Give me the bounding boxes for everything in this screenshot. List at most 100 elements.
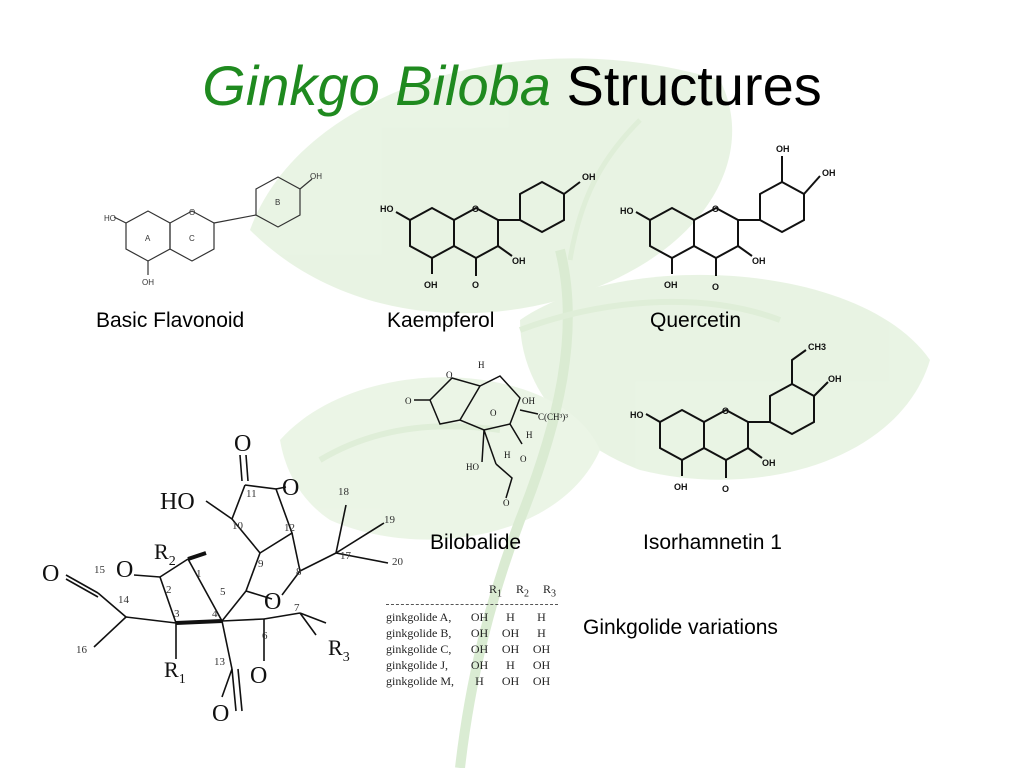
atom-number: 12 — [284, 522, 295, 534]
carbonyl-o-label: O — [712, 282, 719, 292]
atom-number: 18 — [338, 486, 350, 498]
header-r1-letter: R — [488, 582, 497, 596]
ring-o-label: O — [282, 475, 299, 501]
caption-ginkgolide-variations: Ginkgolide variations — [583, 616, 778, 639]
row-r1: OH — [470, 610, 489, 624]
ginkgolide-table: R1 R2 R3 ginkgolide A, OH H H ginkgolide… — [386, 582, 558, 689]
oh-label: OH — [522, 396, 535, 406]
carbonyl-o-label: O — [234, 431, 251, 457]
quercetin-structure: HO OH O OH OH OH O — [620, 144, 836, 292]
ho-label: HO — [104, 214, 116, 223]
table-header: R1 R2 R3 — [386, 582, 558, 602]
caption-kaempferol: Kaempferol — [387, 309, 495, 332]
row-name: ginkgolide A, — [386, 610, 452, 624]
header-r2-letter: R — [515, 582, 524, 596]
ring-a-label: A — [145, 234, 151, 243]
caption-quercetin: Quercetin — [650, 309, 742, 332]
r1-letter: R — [164, 657, 179, 682]
bilobalide-structure: O O H OH C(CH³)³ H O O HO H O — [405, 360, 568, 508]
row-r3: OH — [532, 642, 551, 656]
row-name: ginkgolide C, — [386, 642, 452, 656]
ring-o-label: O — [490, 408, 497, 418]
r1-label: R1 — [164, 657, 186, 687]
kaempferol-structure: HO OH O OH OH O — [380, 172, 596, 290]
row-name: ginkgolide B, — [386, 626, 452, 640]
oh-label: OH — [582, 172, 596, 182]
atom-number: 1 — [196, 568, 202, 580]
oh-label: OH — [828, 374, 842, 384]
methoxy-label: CH3 — [808, 342, 826, 352]
atom-number: 14 — [118, 594, 130, 606]
row-r2: H — [506, 610, 515, 624]
atom-number: 2 — [166, 584, 172, 596]
ring-o-label: O — [264, 589, 281, 615]
row-r3: H — [537, 626, 546, 640]
header-r2: R2 — [516, 582, 529, 602]
table-row: ginkgolide C, OH OH OH — [386, 641, 558, 657]
ring-b-label: B — [275, 198, 280, 207]
h-label: H — [504, 450, 511, 460]
oh-label: OH — [822, 168, 836, 178]
row-r2: H — [506, 658, 515, 672]
row-r1: OH — [470, 642, 489, 656]
oh-label: OH — [310, 172, 322, 181]
header-r2-sub: 2 — [523, 588, 529, 600]
ho-label: HO — [630, 410, 644, 420]
page-title: Ginkgo Biloba Structures — [0, 58, 1024, 114]
atom-number: 6 — [262, 630, 268, 642]
r2-letter: R — [154, 539, 169, 564]
row-r2: OH — [501, 674, 520, 688]
carbonyl-o-label: O — [212, 701, 229, 725]
ring-o-label: O — [722, 406, 729, 416]
ring-o-label: O — [116, 557, 133, 583]
row-r3: H — [537, 610, 546, 624]
r3-label: R3 — [328, 635, 350, 665]
ring-o-label: O — [712, 204, 719, 214]
oh-label: OH — [424, 280, 438, 290]
basic-flavonoid-structure: HO OH OH O A C B — [104, 172, 322, 287]
atom-number: 20 — [392, 556, 404, 568]
table-row: ginkgolide M, H OH OH — [386, 673, 558, 689]
caption-isorhamnetin: Isorhamnetin 1 — [643, 531, 782, 554]
oh-label: OH — [512, 256, 526, 266]
ho-label: HO — [466, 462, 479, 472]
header-r1-sub: 1 — [496, 588, 502, 600]
title-regular: Structures — [566, 54, 822, 117]
atom-number: 5 — [220, 586, 226, 598]
atom-number: 16 — [76, 644, 88, 656]
atom-number: 19 — [384, 514, 396, 526]
ring-o-label: O — [446, 370, 453, 380]
table-row: ginkgolide A, OH H H — [386, 609, 558, 625]
row-r3: OH — [532, 674, 551, 688]
header-r3-sub: 3 — [551, 588, 556, 600]
row-r1: H — [475, 674, 484, 688]
table-divider — [386, 604, 558, 605]
row-r1: OH — [470, 626, 489, 640]
oh-label: OH — [752, 256, 766, 266]
carbonyl-o-label: O — [42, 561, 59, 587]
h-label: H — [478, 360, 485, 370]
isorhamnetin-structure: HO OH O OH CH3 OH O — [630, 342, 842, 494]
row-name: ginkgolide M, — [386, 674, 454, 688]
row-r1: OH — [470, 658, 489, 672]
ho-label: HO — [620, 206, 634, 216]
carbonyl-o-label: O — [722, 484, 729, 494]
carbonyl-o-label: O — [503, 498, 510, 508]
row-r2: OH — [501, 626, 520, 640]
atom-number: 13 — [214, 656, 226, 668]
atom-number: 17 — [340, 550, 352, 562]
header-r3-letter: R — [542, 582, 551, 596]
oh-label: OH — [674, 482, 688, 492]
oh-label: OH — [776, 144, 790, 154]
r3-letter: R — [328, 635, 343, 660]
atom-number: 9 — [258, 558, 264, 570]
atom-number: 8 — [296, 566, 302, 578]
row-r3: OH — [532, 658, 551, 672]
ring-c-label: C — [189, 234, 195, 243]
header-r1: R1 — [489, 582, 502, 602]
row-r2: OH — [501, 642, 520, 656]
ring-o-label: O — [189, 208, 195, 217]
ho-label: HO — [160, 489, 195, 515]
caption-basic-flavonoid: Basic Flavonoid — [96, 309, 245, 332]
